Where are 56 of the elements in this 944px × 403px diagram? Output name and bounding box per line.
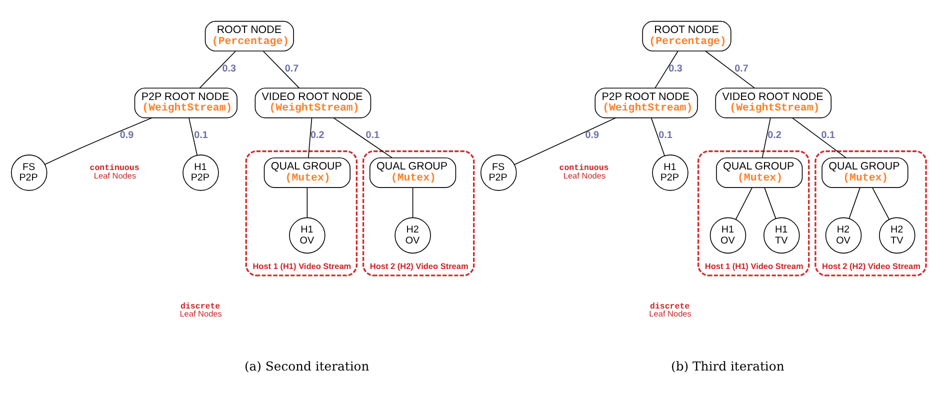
connector — [792, 117, 846, 158]
edge-label: 0.3 — [668, 62, 682, 74]
label: continuous Leaf Nodes — [90, 164, 140, 180]
connector — [412, 186, 414, 218]
node-circle: H1 P2P — [652, 154, 688, 190]
connector — [308, 117, 312, 158]
edge-label: 0.1 — [821, 130, 835, 141]
node-circle: H1 OV — [289, 216, 326, 254]
node-circle: H2 TV — [878, 216, 916, 254]
connector — [188, 117, 198, 156]
node-circle: H1 TV — [763, 216, 800, 254]
edge-label: 0.9 — [120, 130, 134, 141]
node-box: VIDEO ROOT NODE (WeightStream) — [254, 87, 372, 118]
node-circle: H2 OV — [394, 216, 431, 254]
label: (a) Second iteration — [244, 359, 370, 374]
label: discrete Leaf Nodes — [180, 302, 222, 318]
connector — [199, 50, 236, 88]
connector — [848, 186, 860, 218]
connector — [650, 117, 665, 156]
edge-label: 0.2 — [310, 130, 324, 141]
node-circle: H2 OV — [825, 216, 862, 254]
edge-label: 0.3 — [222, 62, 236, 74]
connector — [262, 50, 300, 88]
edge-label: 0.2 — [768, 130, 782, 141]
edge-label: 0.9 — [585, 130, 599, 141]
label: (b) Third iteration — [671, 359, 784, 374]
node-circle: FS P2P — [10, 154, 48, 190]
node-box: P2P ROOT NODE (WeightStream) — [594, 87, 698, 118]
edge-label: 0.1 — [658, 130, 672, 141]
node-box: QUAL GROUP (Mutex) — [716, 156, 803, 188]
connector — [872, 186, 890, 220]
edge-label: 0.7 — [284, 62, 299, 74]
connector — [764, 186, 776, 218]
connector — [705, 50, 756, 88]
node-box: VIDEO ROOT NODE (WeightStream) — [715, 87, 832, 118]
node-box: QUAL GROUP (Mutex) — [369, 156, 456, 188]
label: continuous Leaf Nodes — [559, 164, 609, 180]
connector — [762, 117, 771, 158]
node-circle: H1 OV — [710, 216, 746, 254]
node-box: ROOT NODE (Percentage) — [204, 20, 294, 51]
node-circle: H1 P2P — [182, 154, 219, 190]
edge-label: 0.7 — [734, 62, 748, 74]
edge-label: 0.1 — [194, 130, 208, 141]
connector — [306, 186, 308, 218]
node-box: P2P ROOT NODE (WeightStream) — [134, 87, 238, 118]
edge-label: 0.1 — [366, 130, 380, 141]
connector — [514, 117, 616, 164]
node-circle: FS P2P — [480, 154, 517, 190]
node-box: QUAL GROUP (Mutex) — [822, 156, 908, 188]
connector — [44, 116, 152, 164]
connector — [654, 50, 678, 88]
connector — [333, 117, 393, 158]
label: discrete Leaf Nodes — [649, 302, 692, 318]
connector — [735, 186, 752, 220]
node-box: QUAL GROUP (Mutex) — [264, 156, 350, 188]
node-box: ROOT NODE (Percentage) — [642, 20, 732, 51]
